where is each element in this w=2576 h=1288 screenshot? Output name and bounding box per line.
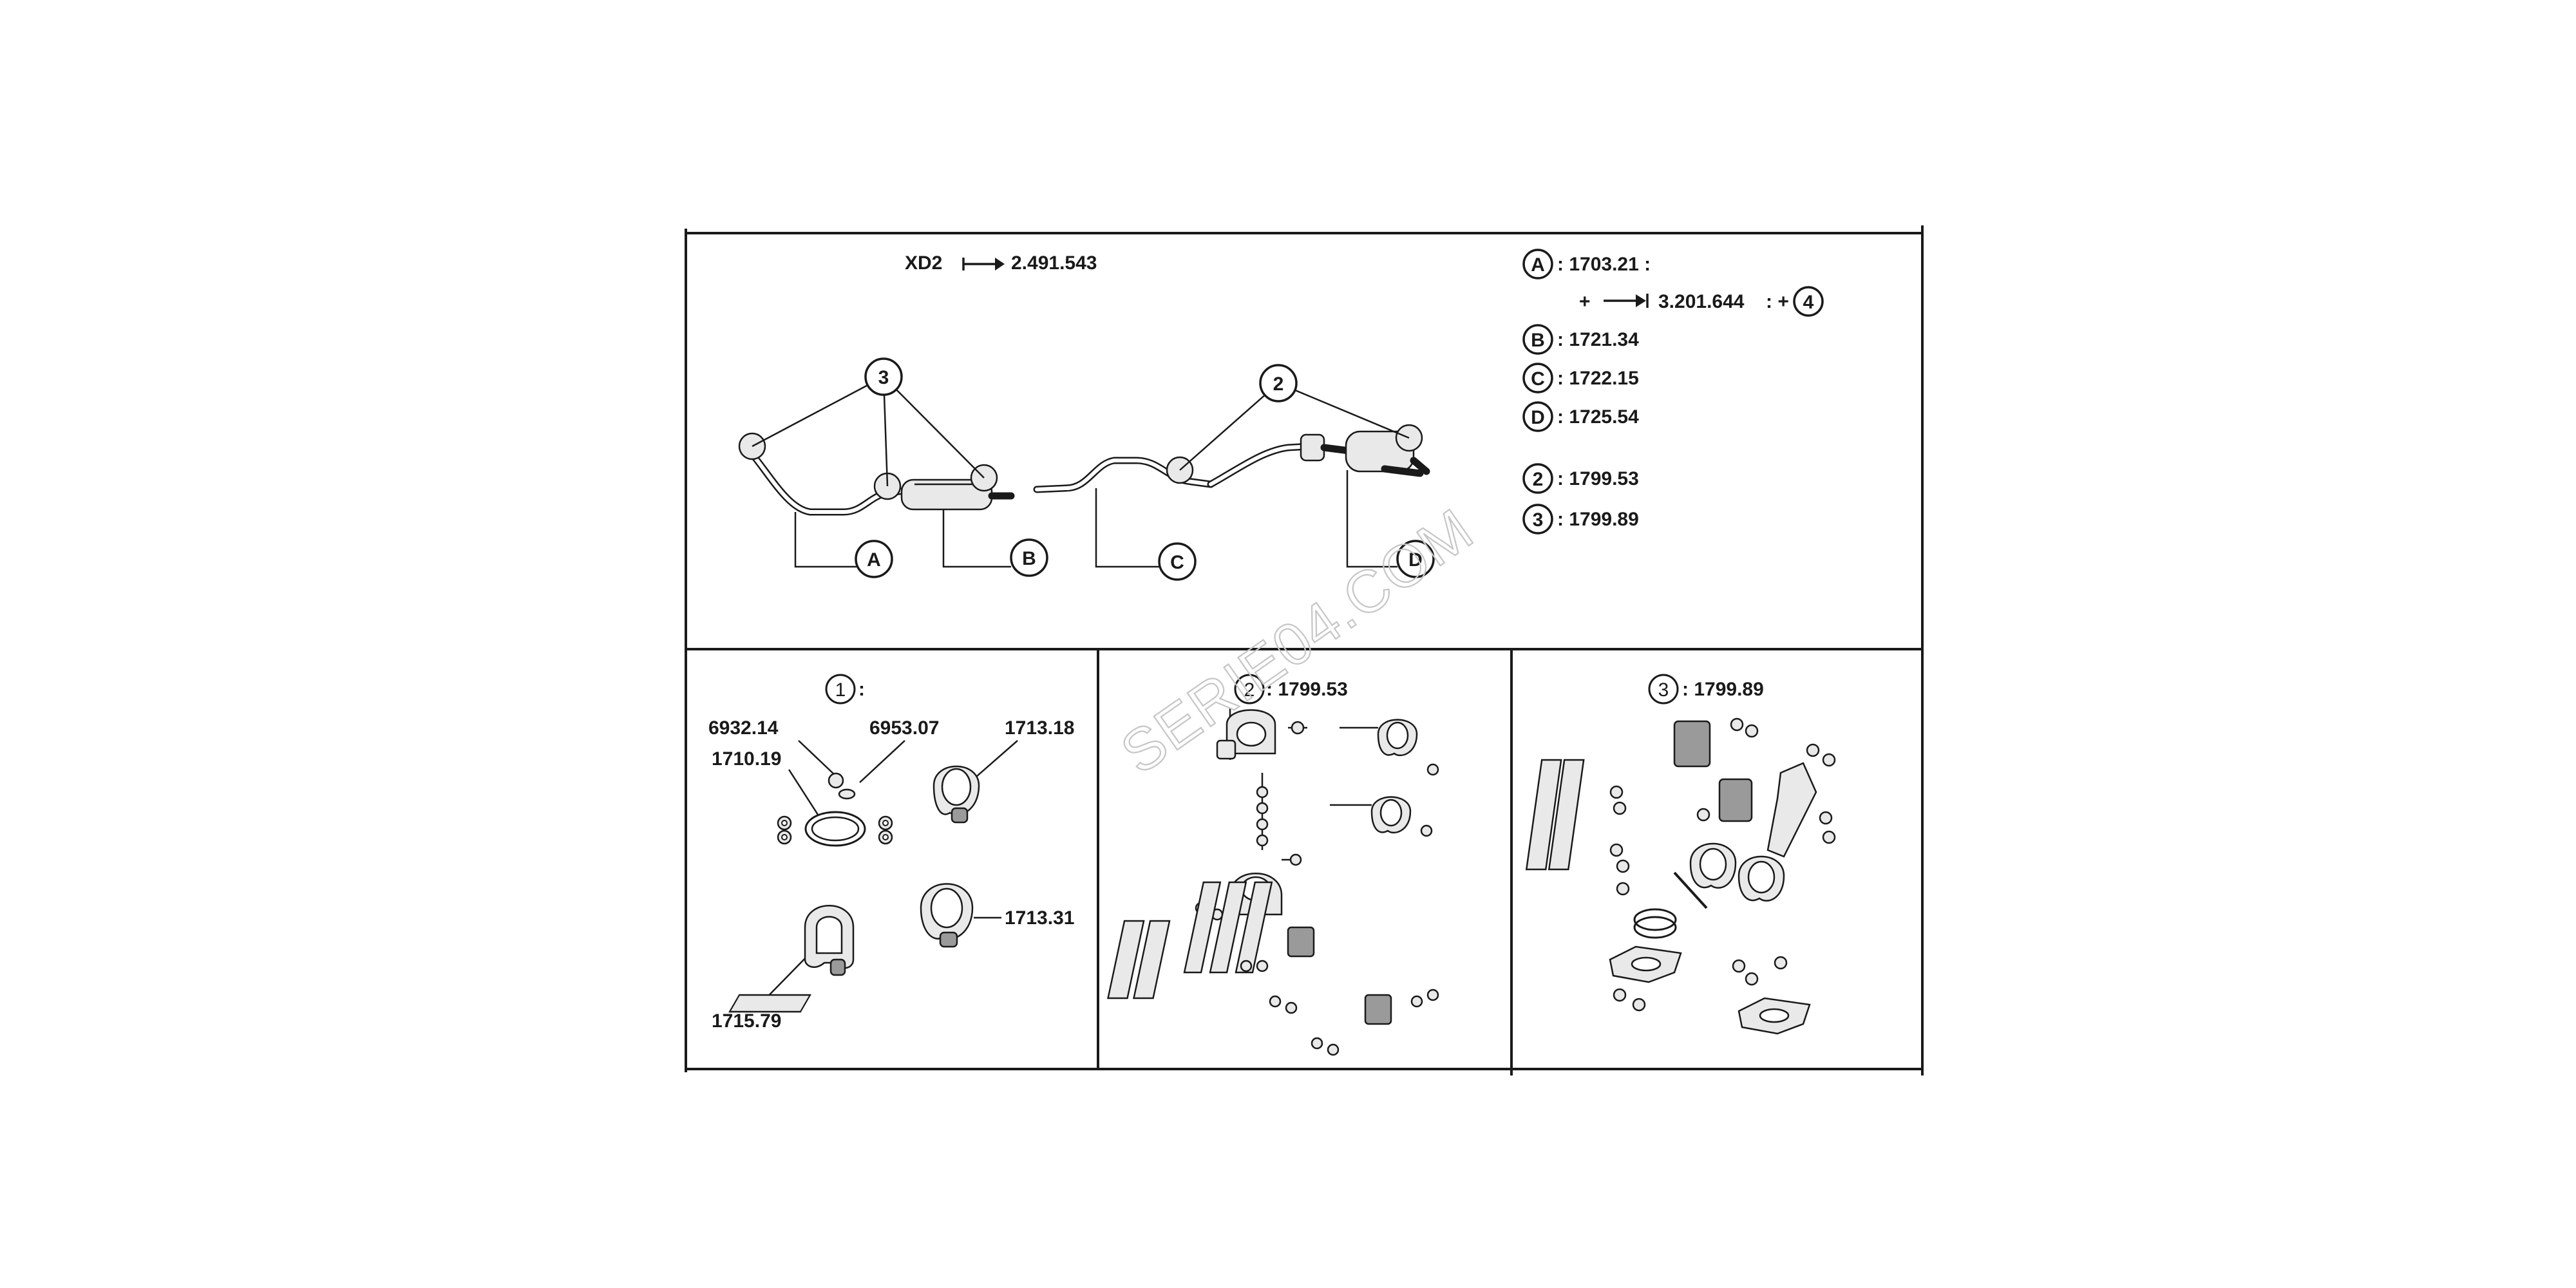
callout-b: B	[942, 509, 1048, 577]
svg-text:4: 4	[1803, 292, 1814, 313]
mounting-kit-2-drawing	[728, 708, 1439, 1056]
svg-text:D: D	[1531, 407, 1545, 428]
svg-text:: 1703.21 :: : 1703.21 :	[1557, 254, 1651, 275]
svg-text:: 1722.15: : 1722.15	[1557, 368, 1639, 389]
nut-washer-group	[777, 772, 893, 845]
svg-text:: 1799.53: : 1799.53	[1266, 679, 1348, 700]
exhaust-layout-drawing: 3 2 A B C D	[738, 357, 1435, 581]
serial-model: XD2	[905, 252, 942, 274]
serial-arrow-icon	[1604, 294, 1649, 308]
callout-d: D	[1346, 470, 1435, 578]
callout-c: C	[1095, 488, 1197, 581]
svg-text:2: 2	[1273, 374, 1284, 395]
panel-1: 1 : 6932.14 6953.07 1713.18 1710.19 1713…	[708, 674, 1074, 1032]
legend-b: B : 1721.34	[1522, 324, 1639, 355]
panel-1-title: 1 :	[825, 674, 865, 705]
svg-text:2: 2	[1533, 469, 1544, 490]
svg-text:: 1799.53: : 1799.53	[1557, 468, 1639, 489]
svg-text:+: +	[1579, 291, 1591, 312]
legend-d: D : 1725.54	[1522, 401, 1639, 432]
serial-arrow-icon	[962, 258, 1005, 270]
part-label-6932-14: 6932.14	[708, 717, 779, 739]
panel-3-title: 3 : 1799.89	[1648, 674, 1764, 705]
svg-text:A: A	[867, 549, 881, 571]
svg-text:: 1799.89: : 1799.89	[1557, 509, 1639, 530]
svg-text:: 1799.89: : 1799.89	[1682, 679, 1764, 700]
svg-text:D: D	[1408, 549, 1423, 571]
clamp-1713-31	[920, 883, 974, 948]
legend: A : 1703.21 : + 3.201.644 : + 4 B : 1721…	[1522, 249, 1824, 535]
svg-text::: :	[858, 679, 865, 700]
svg-text:: 1721.34: : 1721.34	[1557, 329, 1639, 350]
legend-2: 2 : 1799.53	[1522, 463, 1639, 494]
svg-text:2: 2	[1244, 679, 1255, 701]
svg-text:1: 1	[835, 679, 846, 701]
legend-a: A : 1703.21 :	[1522, 249, 1651, 279]
svg-text:A: A	[1531, 254, 1545, 276]
legend-a-plus: + 3.201.644 : + 4	[1579, 286, 1824, 317]
legend-3: 3 : 1799.89	[1522, 504, 1639, 535]
part-label-1715-79: 1715.79	[712, 1010, 781, 1032]
panel-2-title: 2 : 1799.53	[1234, 674, 1348, 705]
callout-2: 2	[1179, 364, 1410, 471]
svg-text:3: 3	[878, 367, 889, 388]
svg-text:3: 3	[1658, 679, 1669, 701]
svg-text:B: B	[1022, 548, 1036, 569]
svg-text:C: C	[1170, 552, 1184, 573]
part-label-1713-31: 1713.31	[1005, 907, 1074, 929]
svg-text:C: C	[1531, 368, 1545, 390]
legend-c: C : 1722.15	[1522, 363, 1639, 393]
callout-3: 3	[752, 357, 985, 487]
svg-text:3.201.644: 3.201.644	[1658, 291, 1745, 312]
svg-text:3: 3	[1533, 509, 1544, 531]
frame	[685, 225, 1924, 1075]
panel-3: 3 : 1799.89	[1525, 674, 1836, 1035]
part-label-1710-19: 1710.19	[712, 748, 781, 770]
part-label-6953-07: 6953.07	[869, 717, 939, 739]
watermark: SERIE04.COM	[1110, 496, 1485, 786]
clamp-1715-79	[804, 905, 855, 976]
serial-header: XD2 2.491.543	[905, 252, 1097, 274]
svg-text:: 1725.54: : 1725.54	[1557, 406, 1639, 428]
panel-2: 2 : 1799.53	[728, 674, 1439, 1056]
part-label-1713-18: 1713.18	[1005, 717, 1074, 739]
sealing-ring	[804, 811, 866, 847]
svg-text:: +: : +	[1766, 291, 1789, 312]
clamp-1713-18	[933, 765, 980, 824]
serial-number: 2.491.543	[1011, 252, 1097, 274]
svg-text:B: B	[1531, 330, 1545, 351]
callout-a: A	[794, 512, 893, 578]
mounting-kit-3-drawing	[1525, 717, 1836, 1035]
